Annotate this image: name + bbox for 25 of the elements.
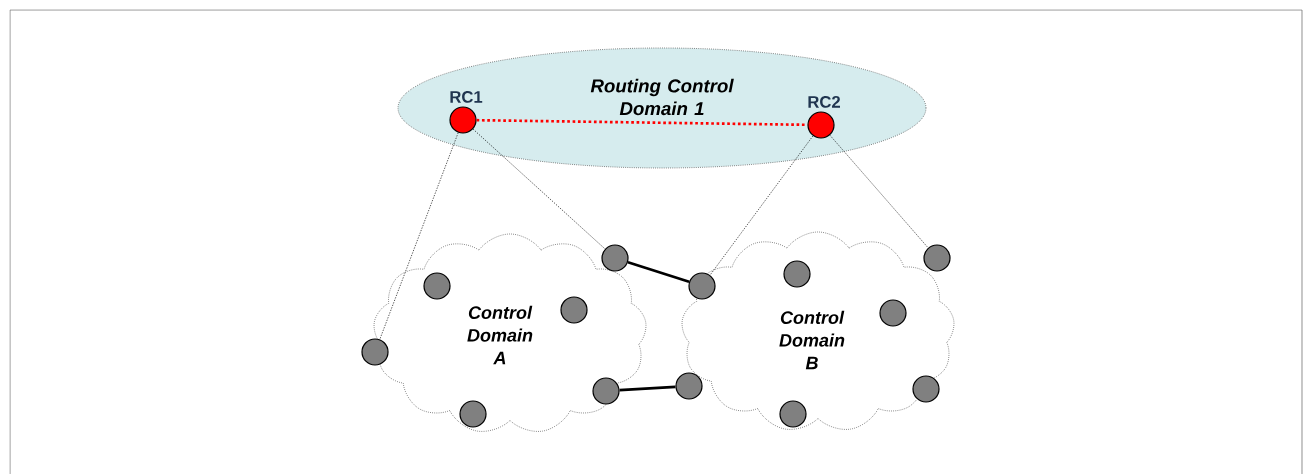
router-label: RC2 [808, 96, 840, 108]
node-circle [879, 299, 907, 327]
node-circle [688, 272, 716, 300]
node-circle [560, 296, 588, 324]
link-line [619, 385, 676, 392]
link-line [829, 134, 929, 249]
node-circle [675, 372, 703, 400]
router-label: RC1 [450, 91, 483, 103]
node-circle [783, 260, 811, 288]
node-circle [923, 244, 951, 272]
node-circle [361, 338, 389, 366]
node-circle [601, 244, 629, 272]
domain-label: Routing Control Domain 1 [590, 78, 734, 116]
domain-cloud: Control Domain B [681, 231, 955, 430]
node-circle [459, 400, 487, 428]
link-line [709, 135, 814, 276]
link-line [379, 132, 459, 340]
link-line [476, 118, 808, 127]
link-line [627, 260, 690, 284]
node-circle [779, 400, 807, 428]
node-circle [912, 375, 940, 403]
node-circle [592, 377, 620, 405]
link-line [472, 128, 606, 250]
domain-cloud: Control Domain A [373, 233, 647, 432]
node-circle [423, 272, 451, 300]
